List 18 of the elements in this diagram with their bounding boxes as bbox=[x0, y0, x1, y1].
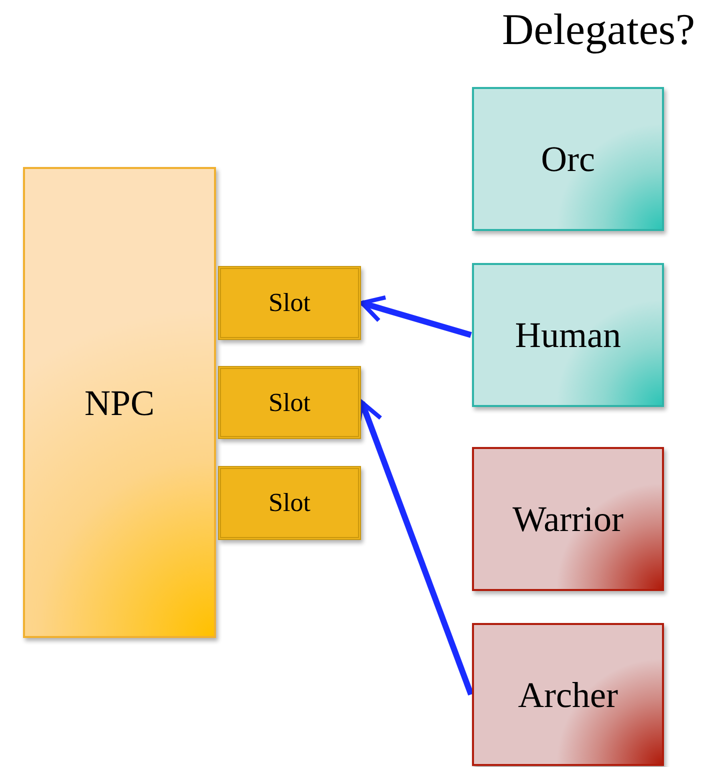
node-label: Slot bbox=[268, 388, 310, 418]
slot-box bbox=[218, 266, 361, 340]
node-label: Warrior bbox=[512, 498, 624, 540]
node-label: NPC bbox=[84, 382, 155, 424]
delegate-box bbox=[472, 447, 664, 591]
node-label: Human bbox=[515, 314, 621, 356]
delegate-box bbox=[472, 87, 664, 231]
node-label: Archer bbox=[518, 674, 618, 716]
slot-box bbox=[218, 466, 361, 540]
slot-box bbox=[218, 366, 361, 439]
node-label: Orc bbox=[541, 138, 595, 180]
class-box bbox=[23, 167, 216, 638]
delegate-box bbox=[472, 623, 664, 766]
delegate-box bbox=[472, 263, 664, 407]
node-label: Slot bbox=[268, 488, 310, 518]
heading: Delegates? bbox=[501, 4, 695, 55]
node-label: Slot bbox=[268, 288, 310, 318]
arrow bbox=[360, 295, 472, 338]
